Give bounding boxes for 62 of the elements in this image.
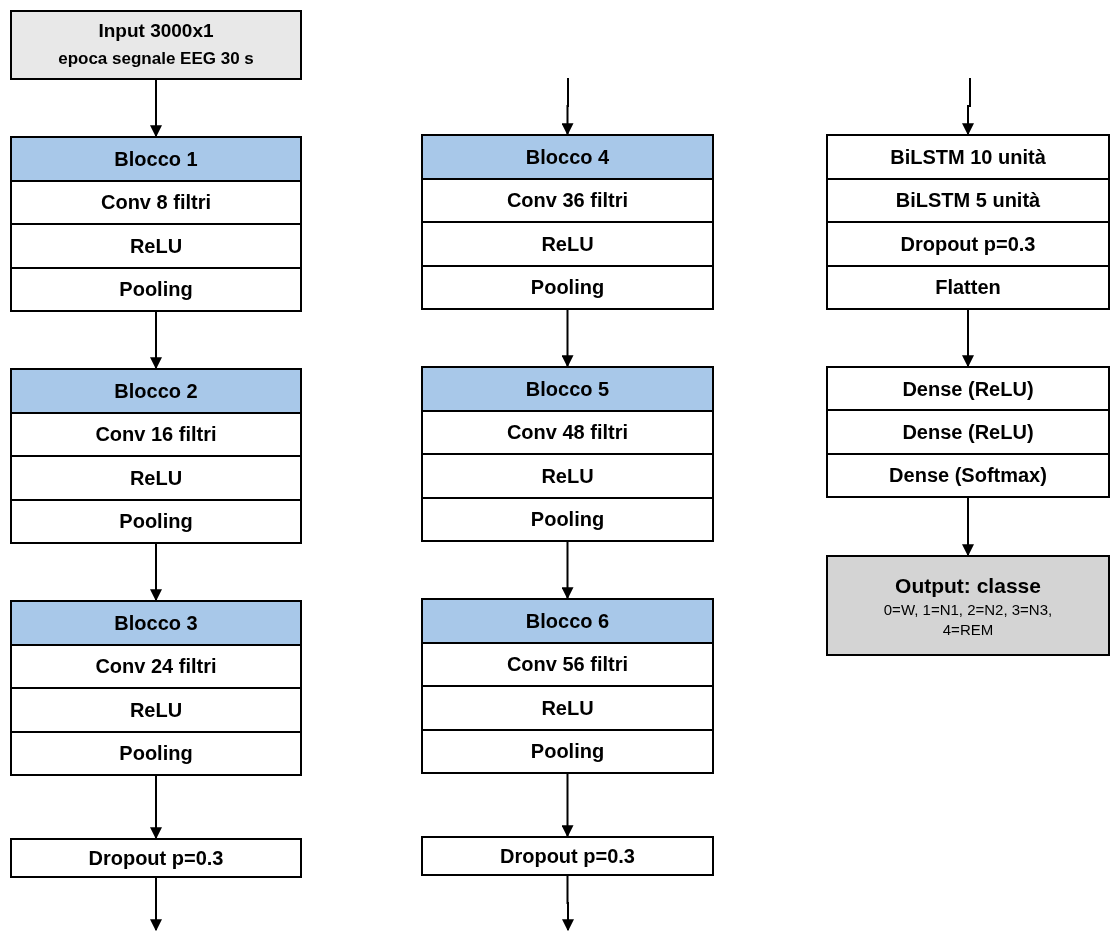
- arrow: [561, 541, 574, 600]
- box-title: Input 3000x1: [98, 19, 214, 43]
- arrow: [562, 875, 574, 932]
- block-header: Blocco 2: [12, 370, 300, 412]
- layer-row: Conv 36 filtri: [423, 177, 712, 221]
- layer-row: Pooling: [12, 498, 300, 542]
- layer-row: ReLU: [12, 223, 300, 267]
- layer-row-text: Dropout p=0.3: [87, 846, 225, 871]
- arrow: [561, 77, 574, 136]
- layer-block: [10, 368, 302, 544]
- block-header: Blocco 6: [423, 600, 712, 642]
- layer-row: Conv 24 filtri: [12, 643, 300, 687]
- layer-block: [421, 836, 714, 876]
- arrow: [962, 309, 974, 368]
- layer-row: Pooling: [12, 266, 300, 310]
- arrow: [150, 775, 162, 840]
- box-title: Output: classe: [895, 572, 1041, 599]
- box-subtitle: epoca segnale EEG 30 s: [58, 48, 254, 70]
- layer-block: [10, 600, 302, 776]
- layer-block: [421, 598, 714, 774]
- layer-row-text: BiLSTM 10 unità: [889, 144, 1047, 170]
- layer-row: ReLU: [12, 455, 300, 499]
- layer-block: [826, 366, 1110, 498]
- arrow: [962, 77, 974, 136]
- arrow: [561, 773, 574, 838]
- arrow: [150, 543, 162, 602]
- layer-row: Pooling: [12, 730, 300, 774]
- layer-row: Conv 56 filtri: [423, 641, 712, 685]
- block-header: Blocco 1: [12, 138, 300, 180]
- layer-block: [421, 366, 714, 542]
- layer-row: ReLU: [12, 687, 300, 731]
- layer-block: [421, 134, 714, 310]
- layer-row: Conv 48 filtri: [423, 409, 712, 453]
- layer-row: BiLSTM 5 unità: [828, 177, 1108, 221]
- arrow: [150, 311, 162, 370]
- layer-row: ReLU: [423, 453, 712, 497]
- layer-row: Flatten: [828, 264, 1108, 308]
- layer-row: Pooling: [423, 728, 712, 772]
- arrow: [150, 79, 162, 138]
- layer-row: Dense (ReLU): [828, 409, 1108, 453]
- output-box: [826, 555, 1110, 656]
- layer-row: Conv 16 filtri: [12, 411, 300, 455]
- layer-row: Pooling: [423, 496, 712, 540]
- layer-block: [826, 134, 1110, 310]
- block-header: Blocco 3: [12, 602, 300, 644]
- layer-row: ReLU: [423, 685, 712, 729]
- arrow: [561, 309, 574, 368]
- layer-row: Dense (Softmax): [828, 452, 1108, 496]
- layer-row: Dropout p=0.3: [828, 221, 1108, 265]
- input-box: [10, 10, 302, 80]
- arrow: [150, 877, 162, 932]
- layer-row-text: Dense (ReLU): [901, 376, 1035, 402]
- layer-row: Pooling: [423, 264, 712, 308]
- layer-row: ReLU: [423, 221, 712, 265]
- box-subtitle: 0=W, 1=N1, 2=N2, 3=N3, 4=REM: [882, 599, 1054, 640]
- layer-row: Conv 8 filtri: [12, 179, 300, 223]
- block-header: Blocco 4: [423, 136, 712, 178]
- block-header: Blocco 5: [423, 368, 712, 410]
- layer-block: [10, 838, 302, 878]
- layer-row-text: Dropout p=0.3: [499, 844, 636, 869]
- arrow: [962, 497, 974, 557]
- layer-block: [10, 136, 302, 312]
